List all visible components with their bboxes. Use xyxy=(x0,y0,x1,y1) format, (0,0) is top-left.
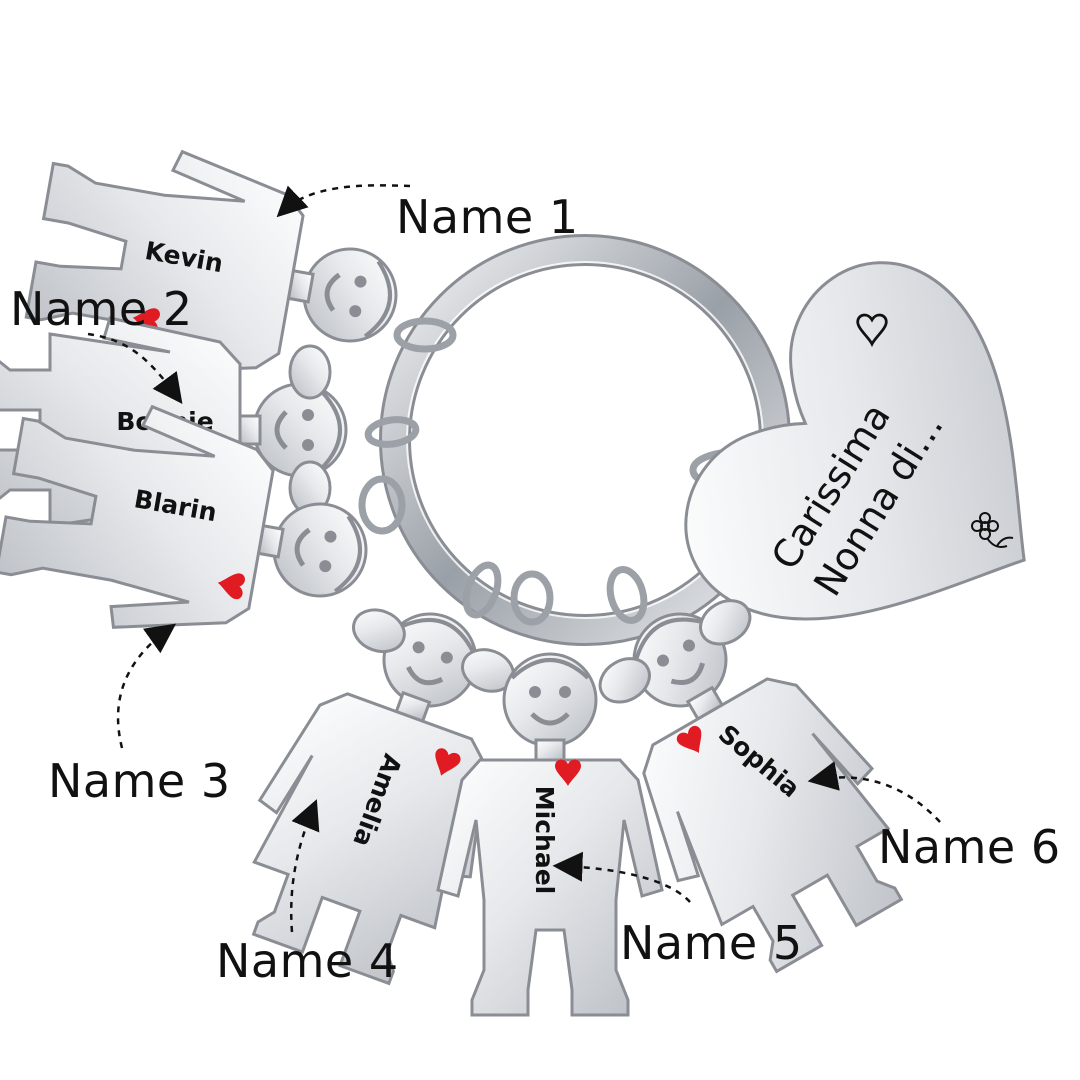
callout-name-4: Name 4 xyxy=(216,934,399,988)
arrow-name-3 xyxy=(116,623,177,749)
callout-name-1: Name 1 xyxy=(396,190,579,244)
charm-sophia: Sophia xyxy=(558,562,938,993)
callout-name-2: Name 2 xyxy=(10,282,193,336)
arrow-name-6 xyxy=(807,761,941,823)
arrow-name-4 xyxy=(290,799,320,933)
flower-icon xyxy=(971,512,1014,548)
charm-name-michael: Michael xyxy=(530,786,559,894)
arrow-name-2 xyxy=(87,332,183,405)
arrow-name-1 xyxy=(276,184,411,218)
charm-amelia: Amelia xyxy=(214,576,553,999)
callout-name-3: Name 3 xyxy=(48,754,231,808)
small-heart-icon xyxy=(856,313,888,348)
callout-name-6: Name 6 xyxy=(878,820,1061,874)
heart-tag: Carissima Nonna di... xyxy=(684,261,1026,621)
callout-arrows xyxy=(87,184,941,933)
callout-name-5: Name 5 xyxy=(620,916,803,970)
charm-blarin: Blarin xyxy=(0,383,387,670)
charm-kevin: Kevin xyxy=(18,128,417,415)
